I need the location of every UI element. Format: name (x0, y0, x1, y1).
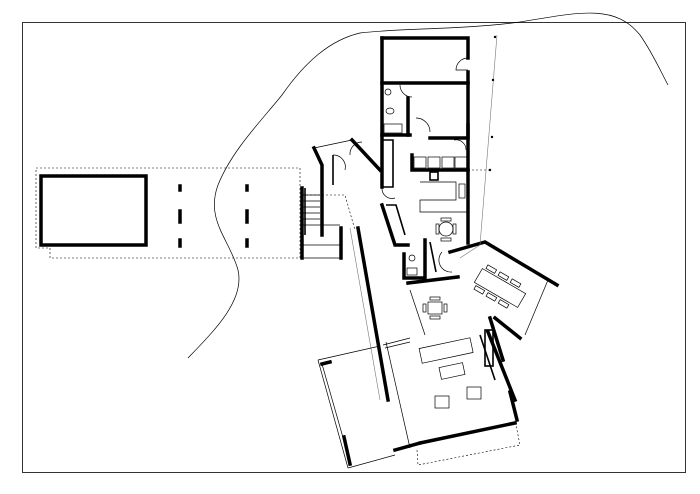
sheet-border (22, 22, 686, 473)
pool (39, 174, 148, 247)
terrain-contour-line (187, 12, 669, 359)
kitchen (381, 123, 490, 245)
corridor-walls (349, 202, 460, 403)
dining-wing (409, 240, 560, 363)
boundary-markers (488, 35, 497, 172)
property-line (459, 34, 498, 259)
entry-walls (311, 137, 383, 237)
staircase (300, 186, 356, 260)
deck (317, 345, 396, 469)
pool-terrace (35, 167, 301, 259)
living-room (382, 329, 521, 466)
